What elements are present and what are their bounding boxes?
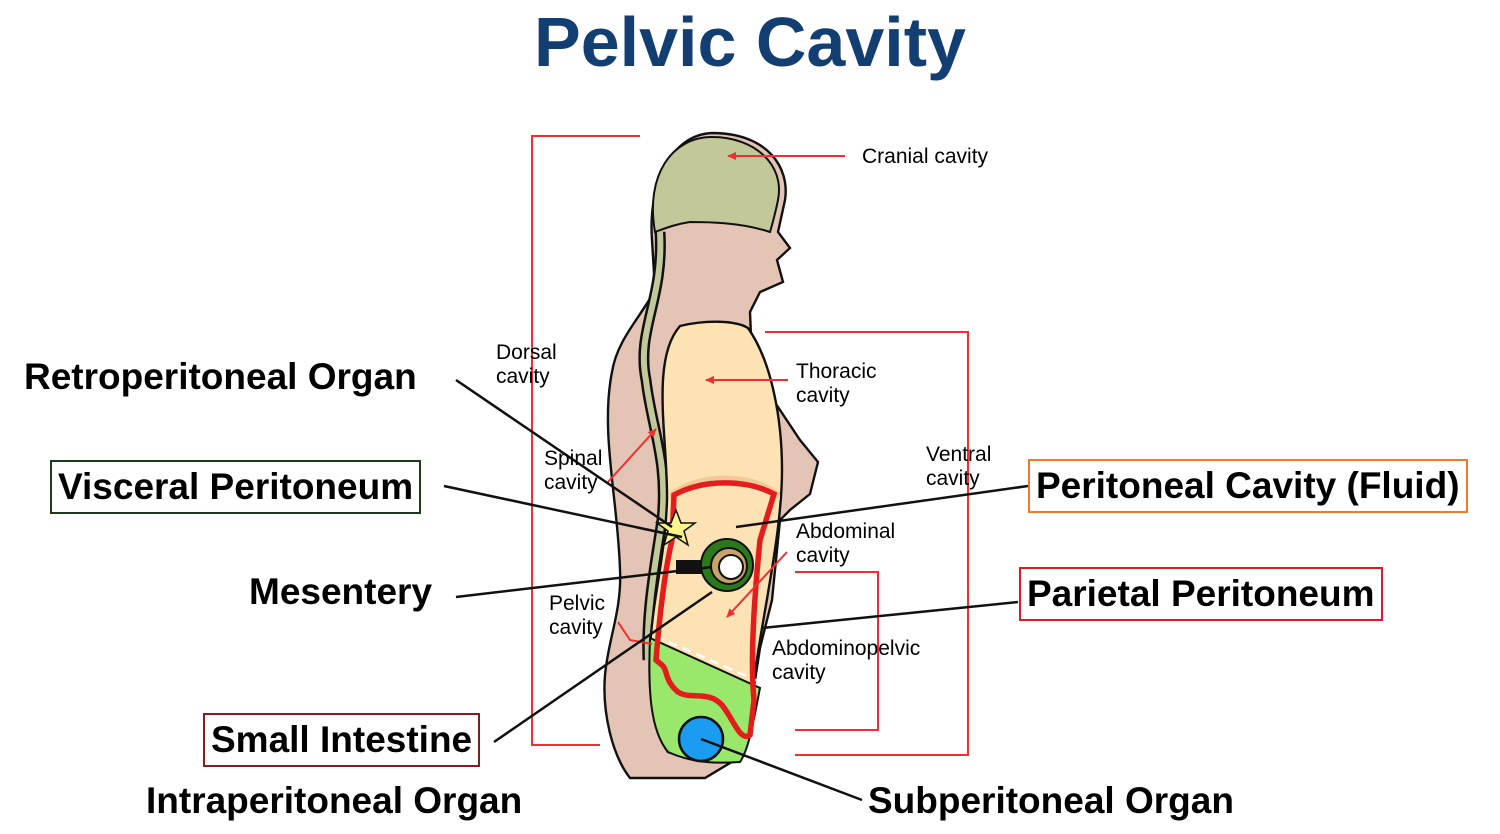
dorsal-bracket xyxy=(531,135,640,746)
pelvic-cavity-label-line1: Pelvic xyxy=(549,592,606,615)
abdominopelvic-cavity-label-line2: cavity xyxy=(772,661,826,684)
retroperitoneal-star xyxy=(654,507,698,547)
mesentery-callout: Mesentery xyxy=(249,571,433,612)
thoracic-cavity-label: Thoracic cavity xyxy=(796,360,877,408)
cranial-cavity-label: Cranial cavity xyxy=(862,145,989,168)
ventral-cavity-label-line2: cavity xyxy=(926,467,980,490)
abdominopelvic-cavity-label-line1: Abdominopelvic xyxy=(772,637,921,660)
parietal-peritoneum-callout: Parietal Peritoneum xyxy=(1019,567,1383,621)
thoracic-cavity-label-line2: cavity xyxy=(796,384,850,407)
ventral-cavity-label-line1: Ventral xyxy=(926,443,992,466)
page-title: Pelvic Cavity xyxy=(534,3,966,81)
intraperitoneal-organ-callout: Intraperitoneal Organ xyxy=(146,780,523,821)
peritoneal-cavity-callout: Peritoneal Cavity (Fluid) xyxy=(1028,459,1468,513)
dorsal-cavity-label-line2: cavity xyxy=(496,365,550,388)
abdominal-cavity-label-line1: Abdominal xyxy=(796,520,896,543)
abdominal-cavity-label: Abdominal cavity xyxy=(796,520,895,568)
diaphragm xyxy=(670,475,780,500)
ventral-bracket xyxy=(765,331,969,756)
small-intestine-callout: Small Intestine xyxy=(203,713,481,767)
abdominopelvic-cavity-label: Abdominopelvic cavity xyxy=(772,637,920,685)
dorsal-cavity-label: Dorsal cavity xyxy=(496,341,557,389)
spinal-cavity-label-line1: Spinal xyxy=(544,447,603,470)
abdominopelvic-bracket xyxy=(795,571,879,731)
parietal-peritoneum-line xyxy=(653,480,778,739)
ventral-cavity-label: Ventral cavity xyxy=(926,443,991,491)
pelvic-cavity-label-line2: cavity xyxy=(549,616,603,639)
subperitoneal-organ-callout: Subperitoneal Organ xyxy=(868,780,1234,821)
cranial-cavity-region xyxy=(651,135,781,234)
visceral-peritoneum-callout: Visceral Peritoneum xyxy=(50,460,422,514)
retroperitoneal-organ-callout: Retroperitoneal Organ xyxy=(24,356,417,397)
dorsal-cavity-label-line1: Dorsal xyxy=(496,341,557,364)
spinal-cavity-label-line2: cavity xyxy=(544,471,598,494)
pelvic-cavity-label: Pelvic cavity xyxy=(549,592,605,640)
spinal-cavity-label: Spinal cavity xyxy=(544,447,602,495)
abdominal-cavity-label-line2: cavity xyxy=(796,544,850,567)
thoracic-cavity-label-line1: Thoracic xyxy=(796,360,877,383)
